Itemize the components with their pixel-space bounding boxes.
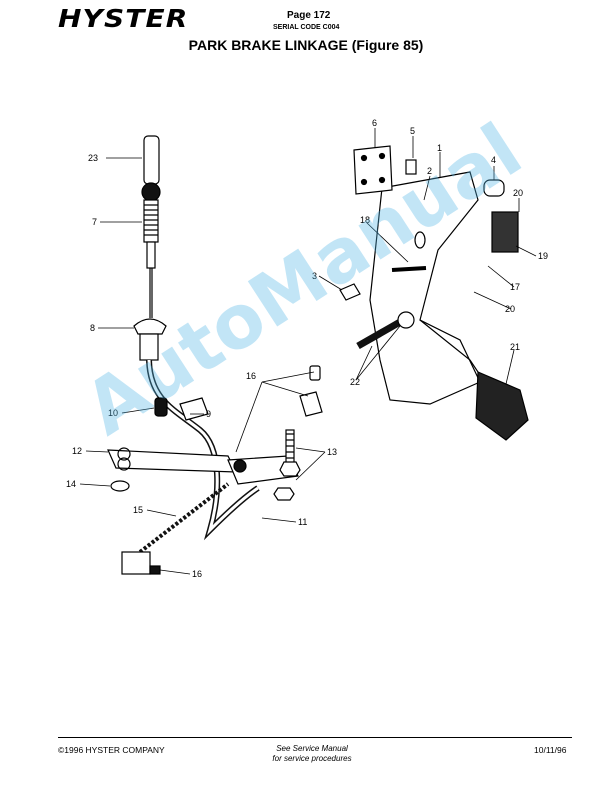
page-title: PARK BRAKE LINKAGE (Figure 85) bbox=[188, 37, 424, 53]
page-number: Page 172 bbox=[287, 10, 331, 21]
hyster-logo: HYSTER bbox=[58, 4, 189, 33]
callout-13: 13 bbox=[327, 447, 337, 457]
callout-20: 20 bbox=[513, 188, 523, 198]
footer-copyright: ©1996 HYSTER COMPANY bbox=[58, 745, 165, 755]
callout-3: 3 bbox=[312, 271, 317, 281]
brake-pedal-assembly bbox=[339, 145, 529, 441]
footer-reference: See Service Manual for service procedure… bbox=[262, 744, 362, 764]
callout-15: 15 bbox=[133, 505, 143, 515]
callout-17: 17 bbox=[510, 282, 520, 292]
callout-2: 2 bbox=[427, 166, 432, 176]
callout-16: 16 bbox=[246, 371, 256, 381]
callout-5: 5 bbox=[410, 126, 415, 136]
callout-19: 19 bbox=[538, 251, 548, 261]
callout-12: 12 bbox=[72, 446, 82, 456]
footer-reference-line1: See Service Manual bbox=[276, 744, 348, 753]
park-brake-handle bbox=[133, 135, 167, 361]
brake-chain bbox=[138, 482, 230, 554]
callout-21: 21 bbox=[510, 342, 520, 352]
callout-20: 20 bbox=[505, 304, 515, 314]
footer-date: 10/11/96 bbox=[534, 745, 567, 755]
callout-7: 7 bbox=[92, 217, 97, 227]
serial-code: SERIAL CODE C004 bbox=[273, 24, 340, 31]
callout-16: 16 bbox=[192, 569, 202, 579]
callout-6: 6 bbox=[372, 118, 377, 128]
callout-8: 8 bbox=[90, 323, 95, 333]
callout-22: 22 bbox=[350, 377, 360, 387]
callout-23: 23 bbox=[88, 153, 98, 163]
callout-9: 9 bbox=[206, 409, 211, 419]
callout-10: 10 bbox=[108, 408, 118, 418]
callout-11: 11 bbox=[298, 517, 307, 527]
park-brake-linkage-diagram: 23 7 8 10 9 12 14 15 16 16 11 13 6 5 1 2… bbox=[66, 118, 548, 579]
footer-reference-line2: for service procedures bbox=[272, 754, 352, 763]
callout-18: 18 bbox=[360, 215, 370, 225]
callout-14: 14 bbox=[66, 479, 76, 489]
footer-divider bbox=[58, 737, 572, 738]
callout-1: 1 bbox=[437, 143, 442, 153]
equalizer-linkage bbox=[107, 429, 301, 501]
callout-4: 4 bbox=[491, 155, 496, 165]
